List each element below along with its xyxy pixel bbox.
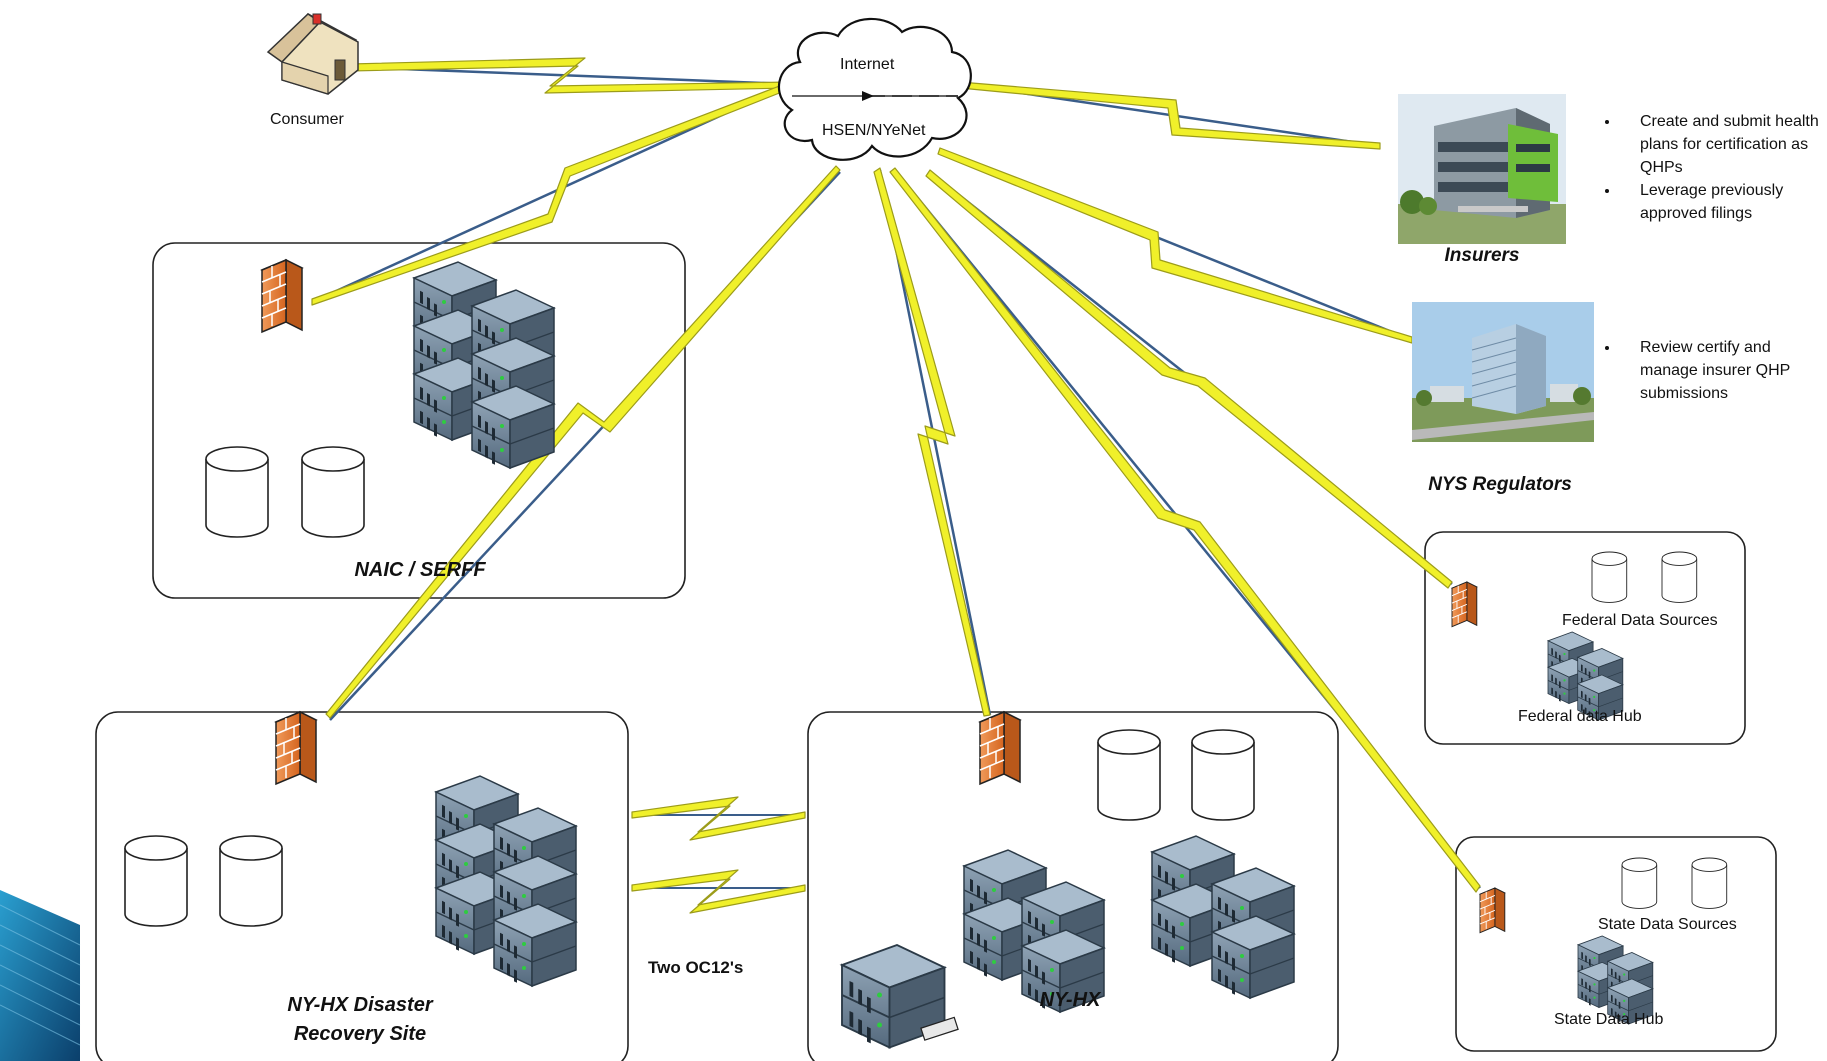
naic-database-icon xyxy=(301,446,365,538)
naic-firewall-icon xyxy=(261,259,303,333)
federal-firewall-icon xyxy=(1451,581,1478,628)
state-database-icon xyxy=(1691,857,1728,909)
state-database-icon xyxy=(1621,857,1658,909)
oc12-link-label: Two OC12's xyxy=(648,958,744,977)
nyhx-database-icon xyxy=(1097,729,1161,821)
link-cloud-state xyxy=(889,167,1481,893)
state-sources-label: State Data Sources xyxy=(1598,916,1737,933)
naic-server-rack-icon xyxy=(413,261,555,469)
naic-database-icon xyxy=(205,446,269,538)
regulators-building-image xyxy=(1412,302,1594,442)
cloud-internet-label: Internet xyxy=(840,56,895,73)
federal-hub-label: Federal data Hub xyxy=(1518,708,1642,725)
cloud-hsen-label: HSEN/NYeNet xyxy=(822,122,926,139)
link-cloud-nyhx xyxy=(873,167,992,717)
link-cloud-federal xyxy=(925,169,1453,589)
state-hub-label: State Data Hub xyxy=(1554,1011,1664,1028)
federal-hub-server-icon xyxy=(1547,631,1624,721)
house-icon xyxy=(266,13,359,95)
state-firewall-icon xyxy=(1479,887,1506,934)
insurers-bullet-item: Create and submit health plans for certi… xyxy=(1620,110,1827,179)
naic-title: NAIC / SERFF xyxy=(354,559,486,581)
state-container xyxy=(1455,836,1777,1052)
dr-server-rack-icon xyxy=(435,775,577,987)
cloud-icon xyxy=(777,17,972,161)
federal-container xyxy=(1424,531,1746,745)
dr-database-icon xyxy=(124,835,188,927)
federal-database-icon xyxy=(1661,551,1698,603)
link-consumer-cloud xyxy=(349,57,791,94)
insurers-bullets: Create and submit health plans for certi… xyxy=(1596,110,1827,225)
nyhx-server-rack-icon xyxy=(963,835,1295,1013)
federal-sources-label: Federal Data Sources xyxy=(1562,612,1718,629)
naic-serff-container xyxy=(152,242,686,599)
corner-decoration xyxy=(0,890,81,1061)
insurers-bullet-item: Leverage previously approved filings xyxy=(1620,179,1827,225)
dr-firewall-icon xyxy=(275,711,317,785)
link-oc12-top xyxy=(631,796,806,841)
dr-database-icon xyxy=(219,835,283,927)
insurers-building-image xyxy=(1398,94,1566,244)
link-cloud-naic xyxy=(311,81,793,306)
nyhx-container xyxy=(807,711,1339,1061)
regulators-title: NYS Regulators xyxy=(1428,474,1572,495)
consumer-label: Consumer xyxy=(270,111,344,128)
federal-database-icon xyxy=(1591,551,1628,603)
dr-site-title-line1: NY-HX Disaster xyxy=(287,994,433,1016)
regulators-bullet-item: Review certify and manage insurer QHP su… xyxy=(1620,336,1827,405)
nyhx-firewall-icon xyxy=(979,711,1021,785)
network-links xyxy=(311,57,1481,914)
link-cloud-dr-site xyxy=(325,165,841,721)
link-cloud-insurers xyxy=(959,81,1381,150)
dr-site-title-line2: Recovery Site xyxy=(293,1023,427,1045)
insurers-title: Insurers xyxy=(1444,245,1520,266)
regulators-bullets: Review certify and manage insurer QHP su… xyxy=(1596,336,1827,405)
nyhx-database-icon xyxy=(1191,729,1255,821)
link-oc12-bottom xyxy=(631,869,806,914)
nyhx-title: NY-HX xyxy=(1039,989,1101,1011)
nyhx-storage-unit-icon xyxy=(841,944,959,1049)
dr-site-container xyxy=(95,711,629,1061)
